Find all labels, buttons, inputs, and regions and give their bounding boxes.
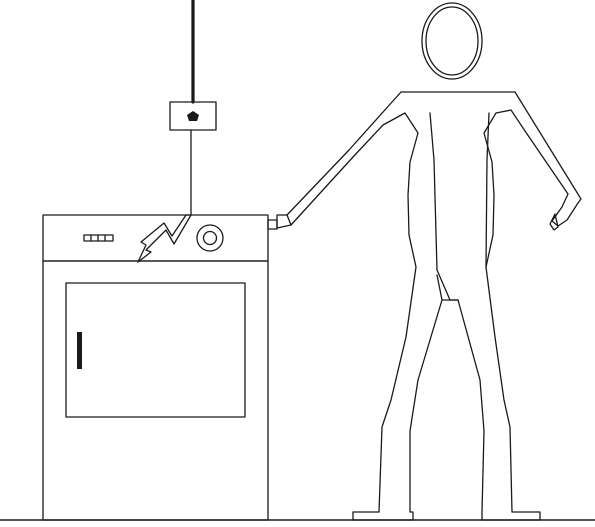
appliance-connector bbox=[268, 220, 277, 229]
handle-icon bbox=[77, 332, 82, 369]
person-left-arm-inner bbox=[287, 215, 291, 225]
knob-icon bbox=[197, 225, 223, 251]
socket-plug-icon bbox=[187, 111, 199, 121]
appliance-body bbox=[43, 261, 268, 520]
person-head-inner bbox=[426, 7, 478, 75]
appliance-control-panel bbox=[43, 215, 268, 261]
appliance-door bbox=[66, 283, 245, 417]
person-crotch bbox=[437, 270, 458, 300]
indicator-icon bbox=[84, 235, 113, 241]
lightning-bolt-icon bbox=[138, 215, 191, 262]
person-torso-line-right bbox=[486, 113, 489, 267]
person-body-outline bbox=[277, 92, 581, 520]
person-head bbox=[422, 3, 482, 79]
person-torso-line bbox=[430, 113, 437, 270]
person-figure bbox=[277, 3, 581, 520]
